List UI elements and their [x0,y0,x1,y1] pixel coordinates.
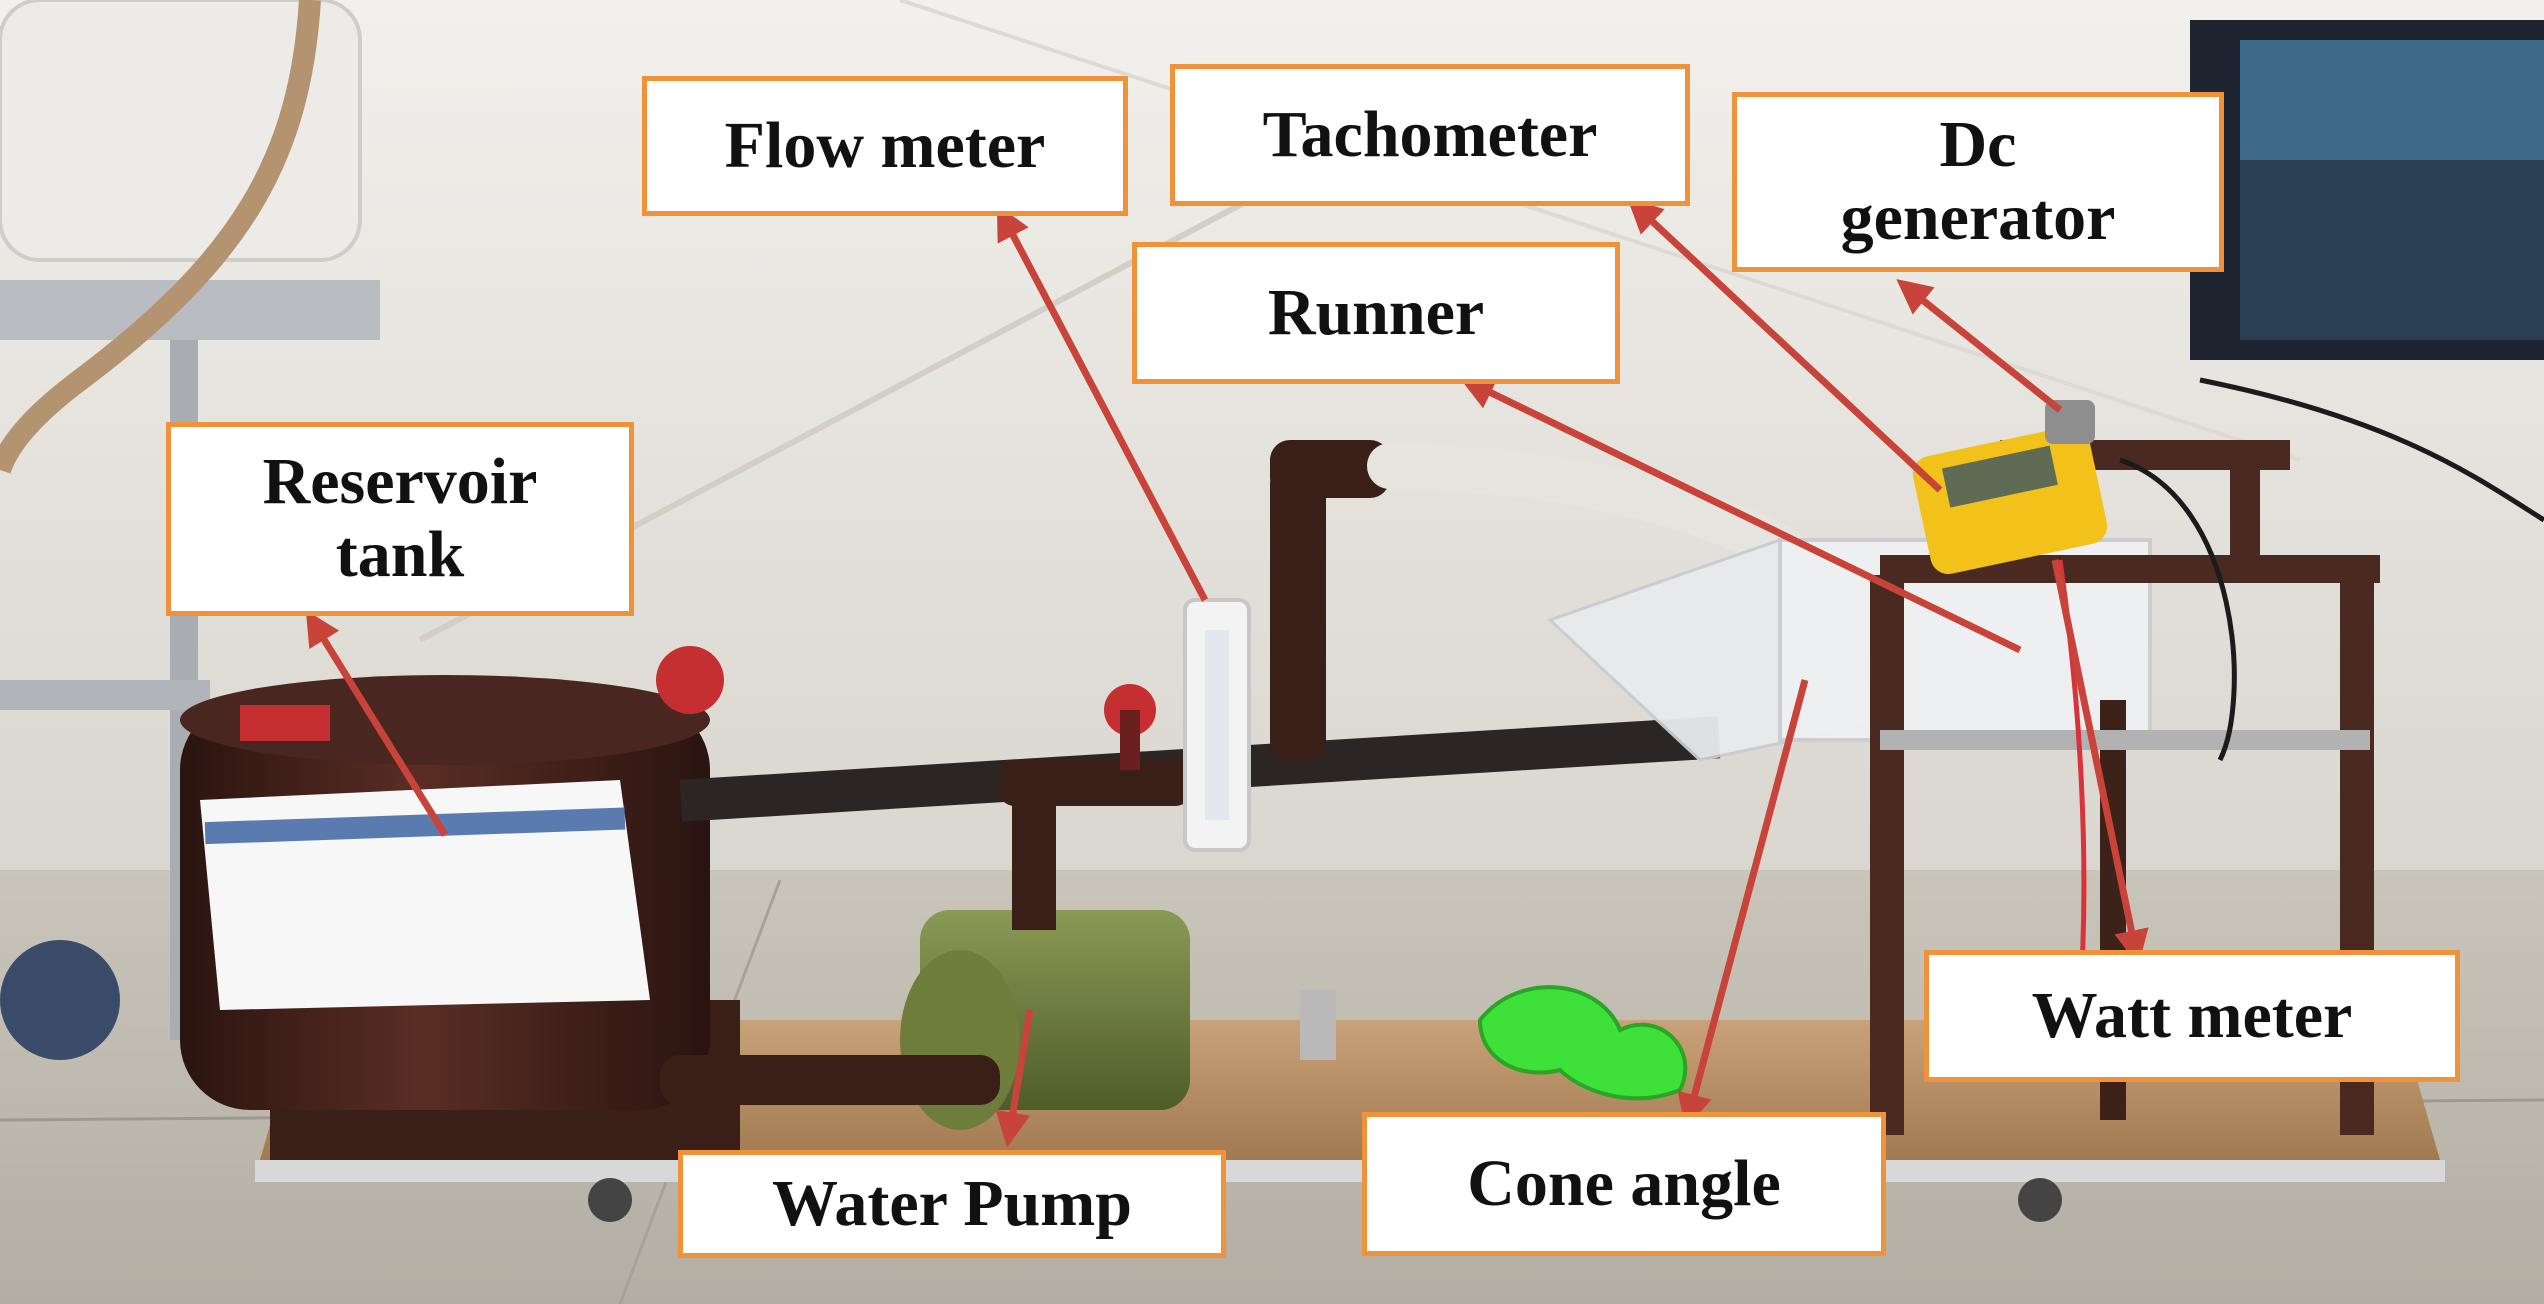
arrow-tachometer [1627,198,1943,493]
multimeter [1912,425,2108,575]
flow-meter-scale [1205,630,1229,820]
arrow-flow-meter [996,204,1209,602]
label-cone-angle: Cone angle [1362,1112,1886,1256]
runner-blades [1477,985,1688,1101]
tank-cap [240,705,330,741]
stand-shelf [1880,730,2370,750]
window-pane-lower [2240,160,2544,340]
label-reservoir-line1: Reservoir [262,445,538,519]
caster [2018,1178,2062,1222]
riser-elbow-top [1270,440,1390,498]
runner-shaft-part [1300,990,1336,1060]
wire [2119,457,2237,762]
label-dc-generator: Dc generator [1732,92,2224,272]
label-tachometer-text: Tachometer [1262,97,1598,171]
label-water-pump-text: Water Pump [772,1166,1132,1240]
label-watt-meter-text: Watt meter [2031,978,2353,1052]
arrow-watt-meter [2051,559,2149,966]
label-runner: Runner [1132,242,1620,384]
arrow-runner [1459,376,2022,654]
arrow-cone-angle [1677,679,1809,1129]
label-dc-generator-line1: Dc [1939,108,2017,182]
tank-valve-knob [656,646,724,714]
multimeter-screen [1941,445,2058,508]
label-cone-angle-text: Cone angle [1467,1146,1781,1220]
arrow-water-pump [995,1009,1034,1148]
base-frame [255,1160,2445,1182]
generator-post [2230,440,2260,580]
label-water-pump: Water Pump [678,1150,1226,1258]
label-flow-meter-text: Flow meter [724,108,1046,182]
label-reservoir-tank: Reservoir tank [166,422,634,616]
upper-tank [0,0,362,262]
shelf-lower [0,680,210,710]
label-runner-text: Runner [1267,275,1485,349]
arrow-dc-generator [1896,279,2063,413]
label-dc-generator-line2: generator [1840,181,2116,254]
floor-motor [0,940,120,1060]
wire [2199,377,2544,523]
tank-paper-stripe [204,807,626,845]
pump-outlet [660,1055,1000,1105]
pump-elbow [1000,760,1190,806]
pump-valve-stem [1120,710,1140,770]
label-reservoir-line2: tank [335,518,465,591]
riser-pipe [1270,470,1326,760]
arrow-reservoir [305,610,448,837]
caster [588,1178,632,1222]
tank-lid [180,675,710,765]
stand-leg [1870,575,1904,1135]
label-flow-meter: Flow meter [642,76,1128,216]
label-watt-meter: Watt meter [1924,950,2460,1082]
wall-shadow-line [899,0,2301,462]
hose [0,0,321,474]
label-tachometer: Tachometer [1170,64,1690,206]
